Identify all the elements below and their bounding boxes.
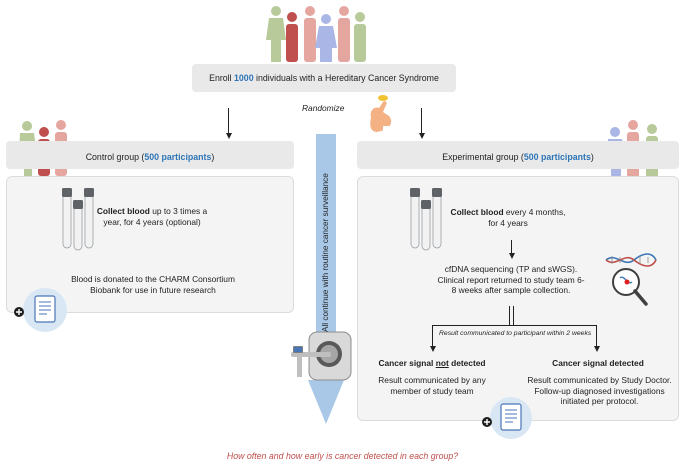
not-detected-text: Result communicated by any member of stu… [378,375,486,396]
blood-tubes-control-icon [62,188,94,251]
arrow-to-sequencing [511,240,513,254]
branch-horizontal [432,325,597,327]
question-text: How often and how early is cancer detect… [226,451,459,461]
branch-left-line [432,325,434,347]
branch-right-head [593,346,600,352]
branch-right-line [596,325,598,347]
experimental-title: Experimental group (500 participants) [442,152,594,162]
document-add-control-icon [14,288,67,332]
detected-text: Result communicated by Study Doctor. Fol… [527,375,672,406]
dna-magnifier-icon [605,253,657,306]
branch-left-head [429,346,436,352]
branch-stem-left [509,306,511,326]
control-collect-text: Collect blood up to 3 times a year, for … [96,206,208,227]
arrow-to-experimental-head [418,133,425,139]
branch-stem-right [513,306,515,326]
side-channel-arrow [308,134,344,424]
enroll-text: Enroll 1000 individuals with a Hereditar… [209,73,439,83]
arrow-to-control [228,108,230,134]
experimental-collect-text: Collect blood every 4 months, for 4 year… [450,207,566,228]
control-donation-text: Blood is donated to the CHARM Consortium… [71,274,235,295]
arrow-to-sequencing-head [508,253,515,259]
not-detected-title: Cancer signal not detected [378,358,486,368]
detected-title: Cancer signal detected [552,358,644,368]
document-add-experimental-icon [482,397,532,439]
hand-drawing-icon [370,95,397,136]
randomize-label: Randomize [302,103,345,113]
arrow-to-control-head [225,133,232,139]
control-header [6,141,294,169]
sequencing-text: cfDNA sequencing (TP and sWGS). Clinical… [437,264,585,295]
blood-tubes-experimental-icon [410,188,442,251]
control-title: Control group (500 participants) [85,152,215,162]
enroll-box [192,64,456,92]
people-group-top-icon [266,6,366,62]
experimental-header [357,141,679,169]
arrow-to-experimental [421,108,423,134]
communicated-text: Result communicated to participant withi… [437,329,594,340]
mri-scanner-icon [291,331,352,381]
